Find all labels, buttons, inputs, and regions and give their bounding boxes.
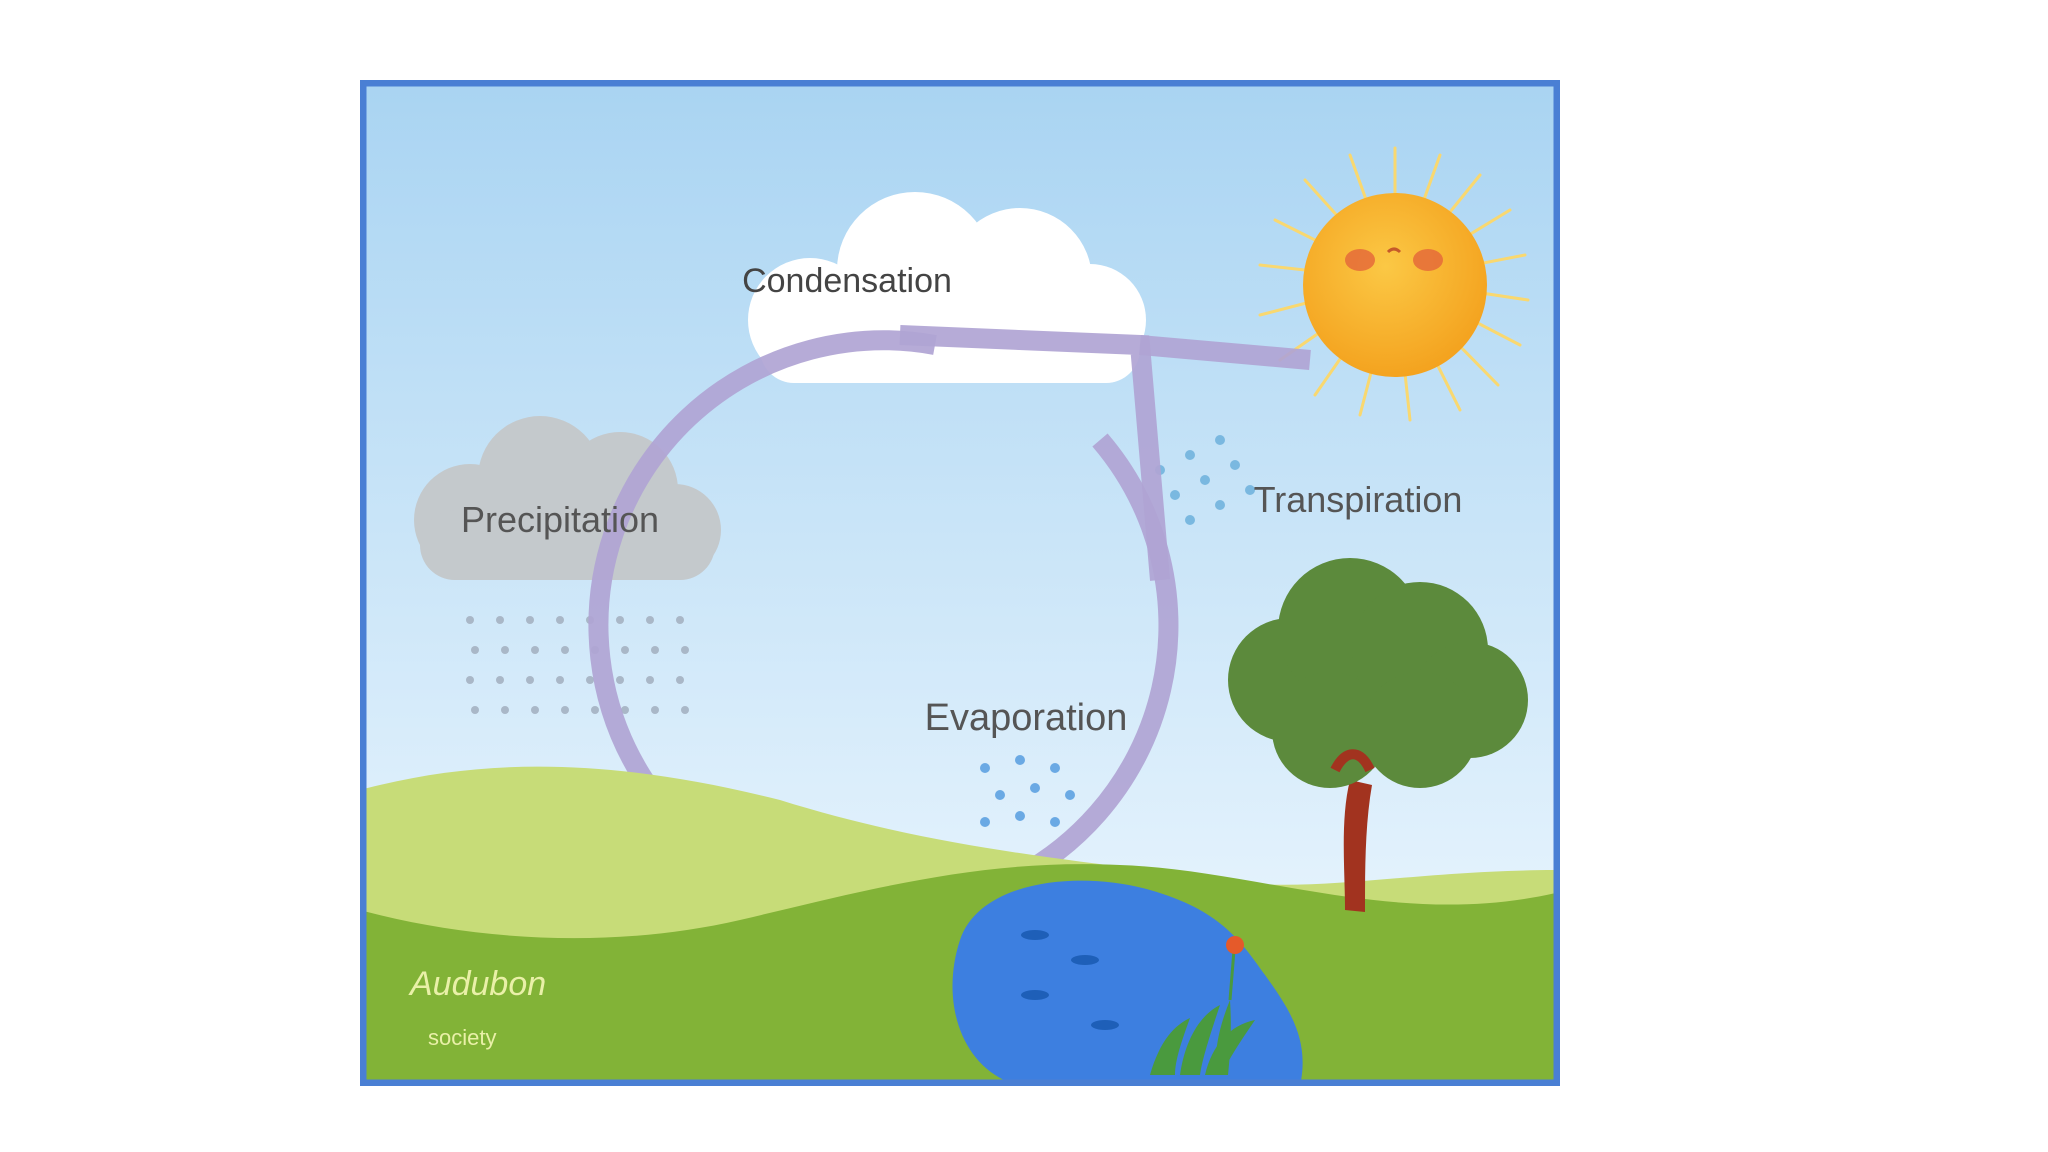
water-cycle-diagram: Condensation Precipitation Transpiration… xyxy=(360,80,1560,1086)
label-condensation: Condensation xyxy=(742,262,952,300)
logo-brand: Audubon xyxy=(408,965,546,1003)
label-evaporation: Evaporation xyxy=(925,697,1128,739)
label-transpiration: Transpiration xyxy=(1254,479,1463,520)
label-precipitation: Precipitation xyxy=(461,499,659,540)
sun-icon xyxy=(1303,193,1487,377)
logo-sub: society xyxy=(428,1025,496,1050)
